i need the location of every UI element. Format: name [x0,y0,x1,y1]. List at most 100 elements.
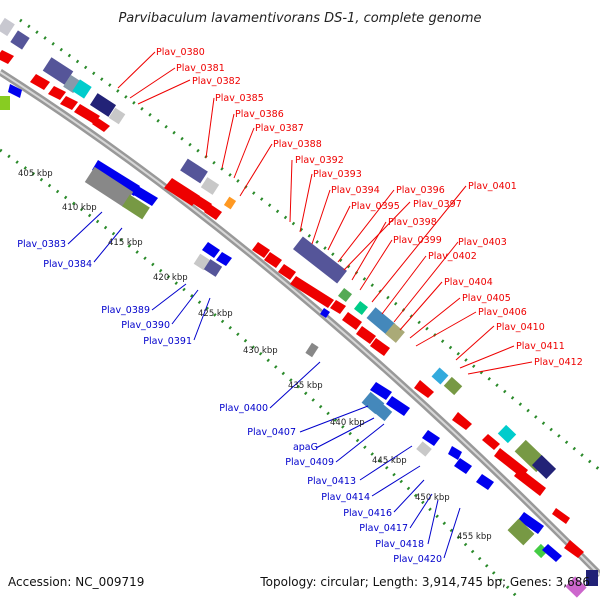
forward-gene-arrow[interactable] [0,50,14,64]
forward-gene-arrow[interactable] [342,312,362,330]
reverse-gene-arrow[interactable] [448,446,462,460]
gene-block[interactable] [507,518,535,546]
gene-block[interactable] [200,177,220,195]
forward-gene-label[interactable]: Plav_0396 [396,185,445,196]
reverse-gene-label[interactable]: Plav_0389 [101,305,150,316]
reverse-gene-label[interactable]: Plav_0383 [17,239,66,250]
forward-gene-label[interactable]: Plav_0401 [468,181,517,192]
gene-block[interactable] [0,96,10,110]
forward-gene-arrow[interactable] [92,118,110,132]
gene-block[interactable] [586,570,598,586]
forward-gene-arrow[interactable] [356,326,376,344]
forward-gene-label[interactable]: Plav_0412 [534,357,583,368]
reverse-gene-arrow[interactable] [386,396,410,416]
reverse-gene-arrow[interactable] [370,382,392,400]
forward-gene-label[interactable]: Plav_0380 [156,47,205,58]
forward-gene-arrow[interactable] [74,104,100,124]
gene-block[interactable] [385,323,405,343]
forward-gene-label[interactable]: Plav_0411 [516,341,565,352]
forward-gene-label[interactable]: Plav_0404 [444,277,493,288]
forward-gene-label[interactable]: Plav_0403 [458,237,507,248]
reverse-gene-arrow[interactable] [92,160,140,196]
reverse-gene-label[interactable]: Plav_0400 [219,403,268,414]
reverse-gene-arrow[interactable] [132,186,158,206]
reverse-gene-label[interactable]: Plav_0420 [393,554,442,565]
forward-gene-arrow[interactable] [514,468,546,496]
gene-block[interactable] [337,287,353,303]
forward-gene-arrow[interactable] [184,190,212,212]
forward-gene-label[interactable]: Plav_0405 [462,293,511,304]
gene-block[interactable] [416,441,432,457]
gene-block[interactable] [443,376,463,396]
forward-gene-arrow[interactable] [370,338,390,356]
reverse-gene-arrow[interactable] [422,430,440,446]
reverse-gene-label[interactable]: Plav_0409 [285,457,334,468]
forward-gene-label[interactable]: Plav_0398 [388,217,437,228]
gene-block[interactable] [293,236,347,284]
reverse-gene-arrow[interactable] [454,458,472,474]
reverse-gene-label[interactable]: apaG [293,442,318,453]
forward-gene-arrow[interactable] [564,540,584,558]
forward-gene-label[interactable]: Plav_0393 [313,169,362,180]
forward-gene-arrow[interactable] [452,412,472,430]
gene-block[interactable] [203,259,223,277]
gene-block[interactable] [565,576,587,598]
forward-gene-arrow[interactable] [330,300,346,314]
forward-gene-arrow[interactable] [414,380,434,398]
gene-block[interactable] [431,367,449,385]
reverse-gene-label[interactable]: Plav_0407 [247,427,296,438]
reverse-gene-label[interactable]: Plav_0390 [121,320,170,331]
gene-block[interactable] [122,194,150,220]
forward-gene-label[interactable]: Plav_0406 [478,307,527,318]
reverse-gene-label[interactable]: Plav_0416 [343,508,392,519]
forward-gene-label[interactable]: Plav_0410 [496,322,545,333]
forward-gene-label[interactable]: Plav_0392 [295,155,344,166]
gene-block[interactable] [366,307,396,335]
forward-gene-label[interactable]: Plav_0397 [413,199,462,210]
reverse-gene-label[interactable]: Plav_0391 [143,336,192,347]
forward-gene-arrow[interactable] [204,204,222,220]
reverse-gene-arrow[interactable] [518,512,544,534]
gene-block[interactable] [373,402,393,422]
forward-gene-arrow[interactable] [30,74,50,90]
forward-gene-arrow[interactable] [552,508,570,524]
forward-gene-label[interactable]: Plav_0386 [235,109,284,120]
forward-gene-label[interactable]: Plav_0385 [215,93,264,104]
forward-gene-label[interactable]: Plav_0388 [273,139,322,150]
forward-gene-label[interactable]: Plav_0382 [192,76,241,87]
gene-block[interactable] [353,300,369,316]
reverse-gene-arrow[interactable] [216,252,232,266]
gene-block[interactable] [0,17,15,37]
reverse-gene-arrow[interactable] [476,474,494,490]
gene-block[interactable] [72,79,92,99]
reverse-gene-label[interactable]: Plav_0413 [307,476,356,487]
gene-block[interactable] [305,342,319,358]
gene-block[interactable] [223,196,237,210]
reverse-gene-label[interactable]: Plav_0418 [375,539,424,550]
forward-gene-label[interactable]: Plav_0402 [428,251,477,262]
forward-gene-label[interactable]: Plav_0381 [176,63,225,74]
gene-block[interactable] [497,424,517,444]
forward-gene-label[interactable]: Plav_0387 [255,123,304,134]
forward-gene-arrow[interactable] [48,86,66,100]
gene-block[interactable] [108,107,126,125]
forward-gene-arrow[interactable] [290,276,334,308]
forward-gene-arrow[interactable] [264,252,282,268]
gene-block[interactable] [84,166,134,208]
reverse-gene-label[interactable]: Plav_0384 [43,259,92,270]
forward-gene-arrow[interactable] [60,96,78,110]
gene-block[interactable] [63,74,81,94]
reverse-gene-arrow[interactable] [320,308,330,318]
forward-gene-arrow[interactable] [252,242,270,258]
forward-gene-arrow[interactable] [482,434,500,450]
forward-gene-label[interactable]: Plav_0399 [393,235,442,246]
gene-block[interactable] [531,455,557,479]
reverse-gene-label[interactable]: Plav_0414 [321,492,370,503]
gene-block[interactable] [180,158,208,184]
gene-block[interactable] [10,30,30,50]
forward-gene-arrow[interactable] [278,264,296,280]
reverse-gene-label[interactable]: Plav_0417 [359,523,408,534]
reverse-gene-arrow[interactable] [8,84,22,98]
reverse-gene-arrow[interactable] [202,242,220,258]
forward-gene-label[interactable]: Plav_0395 [351,201,400,212]
